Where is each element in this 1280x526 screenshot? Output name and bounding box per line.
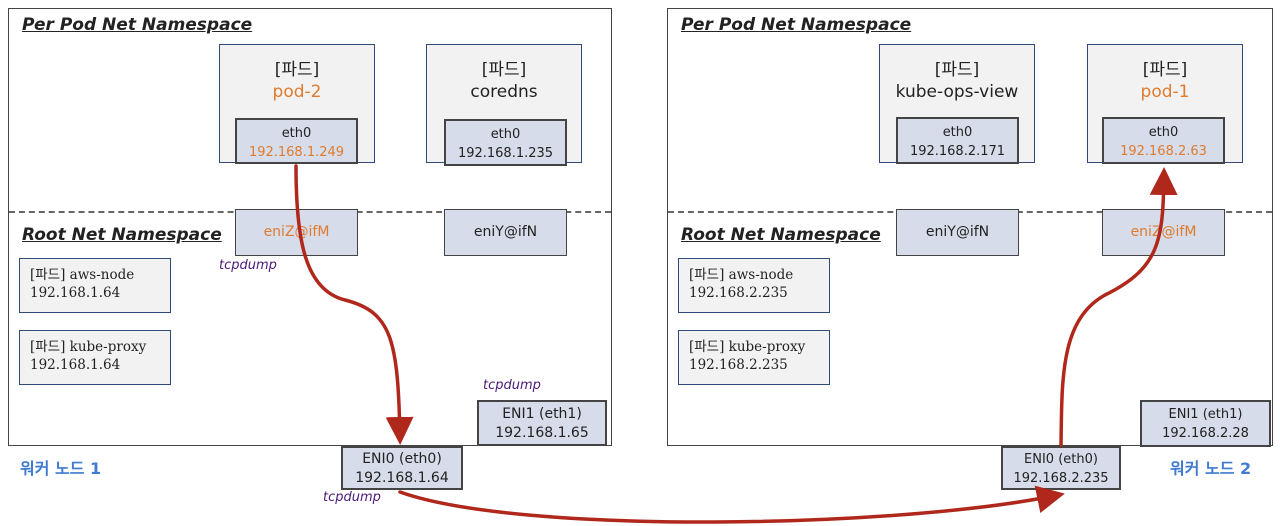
eni-label: ENI1 (eth1) (502, 406, 582, 422)
eni0-right[interactable]: ENI0 (eth0) 192.168.2.235 (1001, 446, 1121, 490)
system-pod-aws-node-right[interactable]: [파드] aws-node 192.168.2.235 (678, 258, 830, 313)
per-pod-ns-title-right: Per Pod Net Namespace (681, 15, 912, 35)
flow-arrow-pod2-to-eni0 (294, 164, 414, 445)
worker-node-1-label: 워커 노드 1 (20, 459, 102, 478)
eth0-coredns[interactable]: eth0 192.168.1.235 (444, 119, 567, 166)
pod-name: pod-2 (272, 82, 322, 102)
eth-label: eth0 (1148, 125, 1179, 140)
eth-label: eth0 (281, 126, 312, 141)
veth-label: eniY@ifN (925, 224, 990, 240)
flow-arrow-eni0-to-eni0 (398, 485, 1065, 524)
eni-ip: 192.168.1.65 (495, 425, 589, 441)
tcpdump-label-veth: tcpdump (219, 258, 277, 273)
pod-name: pod-1 (1140, 82, 1190, 102)
pod-name: coredns (470, 82, 538, 102)
eni1-right[interactable]: ENI1 (eth1) 192.168.2.28 (1140, 400, 1271, 447)
root-ns-title-left: Root Net Namespace (22, 225, 222, 245)
eth0-kube-ops-view[interactable]: eth0 192.168.2.171 (896, 117, 1019, 164)
per-pod-ns-title-left: Per Pod Net Namespace (22, 15, 253, 35)
sys-line1: [파드] kube-proxy (689, 339, 806, 355)
eth-label: eth0 (490, 127, 521, 142)
sys-line2: 192.168.2.235 (689, 285, 788, 301)
eni-label: ENI0 (eth0) (362, 451, 442, 467)
root-ns-title-right: Root Net Namespace (681, 225, 881, 245)
veth-eniY-right[interactable]: eniY@ifN (896, 209, 1019, 256)
system-pod-kube-proxy-left[interactable]: [파드] kube-proxy 192.168.1.64 (19, 330, 171, 385)
veth-label: eniZ@ifM (1130, 224, 1197, 240)
eni0-left[interactable]: ENI0 (eth0) 192.168.1.64 (341, 446, 463, 490)
pod-head: [파드] (1142, 60, 1188, 80)
veth-label: eniY@ifN (473, 224, 538, 240)
eni-ip: 192.168.2.28 (1162, 426, 1249, 441)
eth-ip: 192.168.1.235 (457, 146, 554, 161)
eth-ip: 192.168.1.249 (248, 145, 345, 160)
pod-head: [파드] (934, 60, 980, 80)
eni1-left[interactable]: ENI1 (eth1) 192.168.1.65 (477, 400, 607, 446)
tcpdump-label-eni0: tcpdump (323, 490, 381, 505)
eth-ip: 192.168.2.63 (1120, 144, 1207, 159)
sys-line1: [파드] aws-node (689, 267, 794, 283)
eth0-pod-2[interactable]: eth0 192.168.1.249 (235, 118, 358, 164)
sys-line2: 192.168.1.64 (30, 285, 121, 301)
system-pod-kube-proxy-right[interactable]: [파드] kube-proxy 192.168.2.235 (678, 330, 830, 385)
flow-arrow-eni0-to-pod1 (1059, 167, 1178, 447)
pod-name: kube-ops-view (895, 82, 1019, 102)
eth0-pod-1[interactable]: eth0 192.168.2.63 (1102, 117, 1225, 164)
veth-eniY-left[interactable]: eniY@ifN (444, 209, 567, 256)
sys-line2: 192.168.1.64 (30, 357, 121, 373)
eni-ip: 192.168.2.235 (1013, 471, 1109, 486)
eni-label: ENI1 (eth1) (1168, 407, 1243, 422)
worker-node-2-label: 워커 노드 2 (1170, 459, 1252, 478)
eni-ip: 192.168.1.64 (355, 470, 449, 486)
pod-head: [파드] (481, 60, 527, 80)
system-pod-aws-node-left[interactable]: [파드] aws-node 192.168.1.64 (19, 258, 171, 313)
sys-line1: [파드] aws-node (30, 267, 135, 283)
eni-label: ENI0 (eth0) (1024, 452, 1098, 467)
veth-label: eniZ@ifM (263, 224, 330, 240)
eth-ip: 192.168.2.171 (909, 144, 1006, 159)
sys-line1: [파드] kube-proxy (30, 339, 147, 355)
tcpdump-label-eni1: tcpdump (483, 378, 541, 393)
sys-line2: 192.168.2.235 (689, 357, 788, 373)
pod-head: [파드] (274, 60, 320, 80)
eth-label: eth0 (942, 125, 973, 140)
